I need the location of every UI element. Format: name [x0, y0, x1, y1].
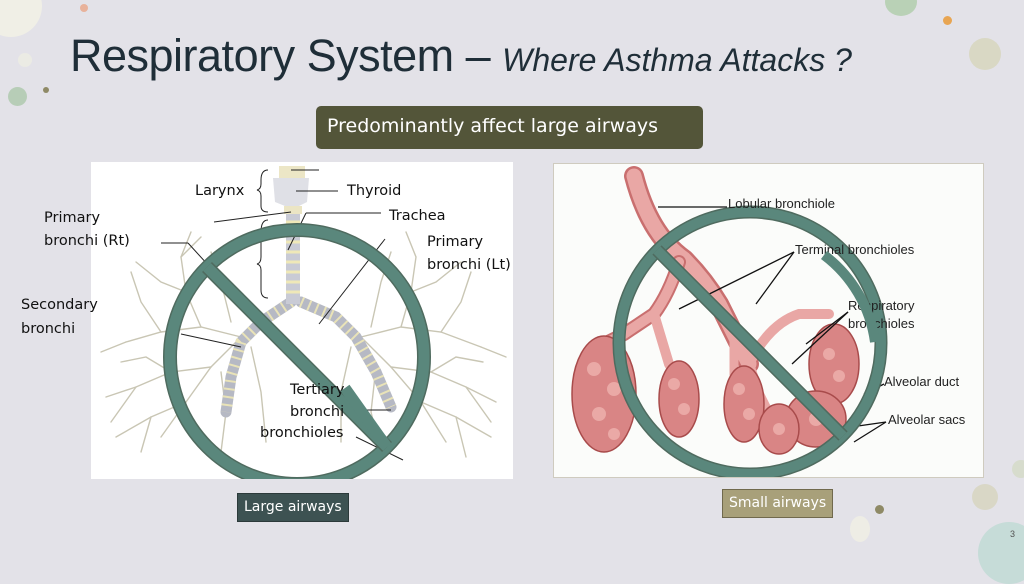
decor-dot — [972, 484, 998, 510]
label-alveolar-duct: Alveolar duct — [884, 374, 960, 389]
decor-dot — [18, 53, 32, 67]
bronchial-tree-illustration — [100, 166, 507, 479]
page-number: 3 — [1009, 529, 1015, 539]
large-airways-caption: Large airways — [237, 493, 349, 522]
decor-dot — [875, 505, 884, 514]
large-airways-diagram — [91, 162, 513, 479]
label-primary-bronchi-rt-line1: Primary — [44, 210, 101, 226]
decor-dot — [43, 87, 49, 93]
label-thyroid: Thyroid — [347, 183, 402, 199]
decor-dot — [943, 16, 952, 25]
alveoli-illustration — [571, 166, 888, 477]
banner-callout: Predominantly affect large airways — [316, 106, 703, 149]
label-respiratory-bronchioles-line2: bronchioles — [848, 316, 915, 331]
label-tertiary-bronchi-line2: bronchi — [290, 404, 345, 420]
title-main: Respiratory System — [70, 30, 454, 81]
label-tertiary-bronchi-line1: Tertiary — [290, 382, 345, 398]
decor-dot — [0, 0, 42, 37]
small-airways-caption: Small airways — [722, 489, 834, 518]
label-secondary-bronchi-line2: bronchi — [21, 321, 76, 337]
small-airways-diagram — [553, 163, 984, 478]
label-bronchioles: bronchioles — [260, 425, 344, 441]
title-dash: – — [453, 30, 503, 81]
label-primary-bronchi-rt-line2: bronchi (Rt) — [44, 233, 130, 249]
label-primary-bronchi-lt-line1: Primary — [427, 234, 484, 250]
decor-dot — [80, 4, 88, 12]
decor-dot — [885, 0, 917, 16]
decor-dot — [978, 522, 1024, 584]
decor-dot — [8, 87, 27, 106]
label-alveolar-sacs: Alveolar sacs — [888, 412, 966, 427]
label-respiratory-bronchioles-line1: Respiratory — [848, 298, 915, 313]
prohibition-sign-icon — [612, 205, 888, 477]
decor-dot — [850, 516, 870, 542]
label-larynx: Larynx — [195, 183, 245, 199]
decor-dot — [1012, 460, 1024, 478]
slide-title: Respiratory System – Where Asthma Attack… — [70, 30, 852, 82]
label-terminal-bronchioles: Terminal bronchioles — [795, 242, 915, 257]
label-secondary-bronchi-line1: Secondary — [21, 297, 98, 313]
title-subtitle: Where Asthma Attacks ? — [502, 42, 852, 78]
label-primary-bronchi-lt-line2: bronchi (Lt) — [427, 257, 511, 273]
label-trachea: Trachea — [389, 208, 446, 224]
label-lobular-bronchiole: Lobular bronchiole — [728, 196, 835, 211]
decor-dot — [969, 38, 1001, 70]
